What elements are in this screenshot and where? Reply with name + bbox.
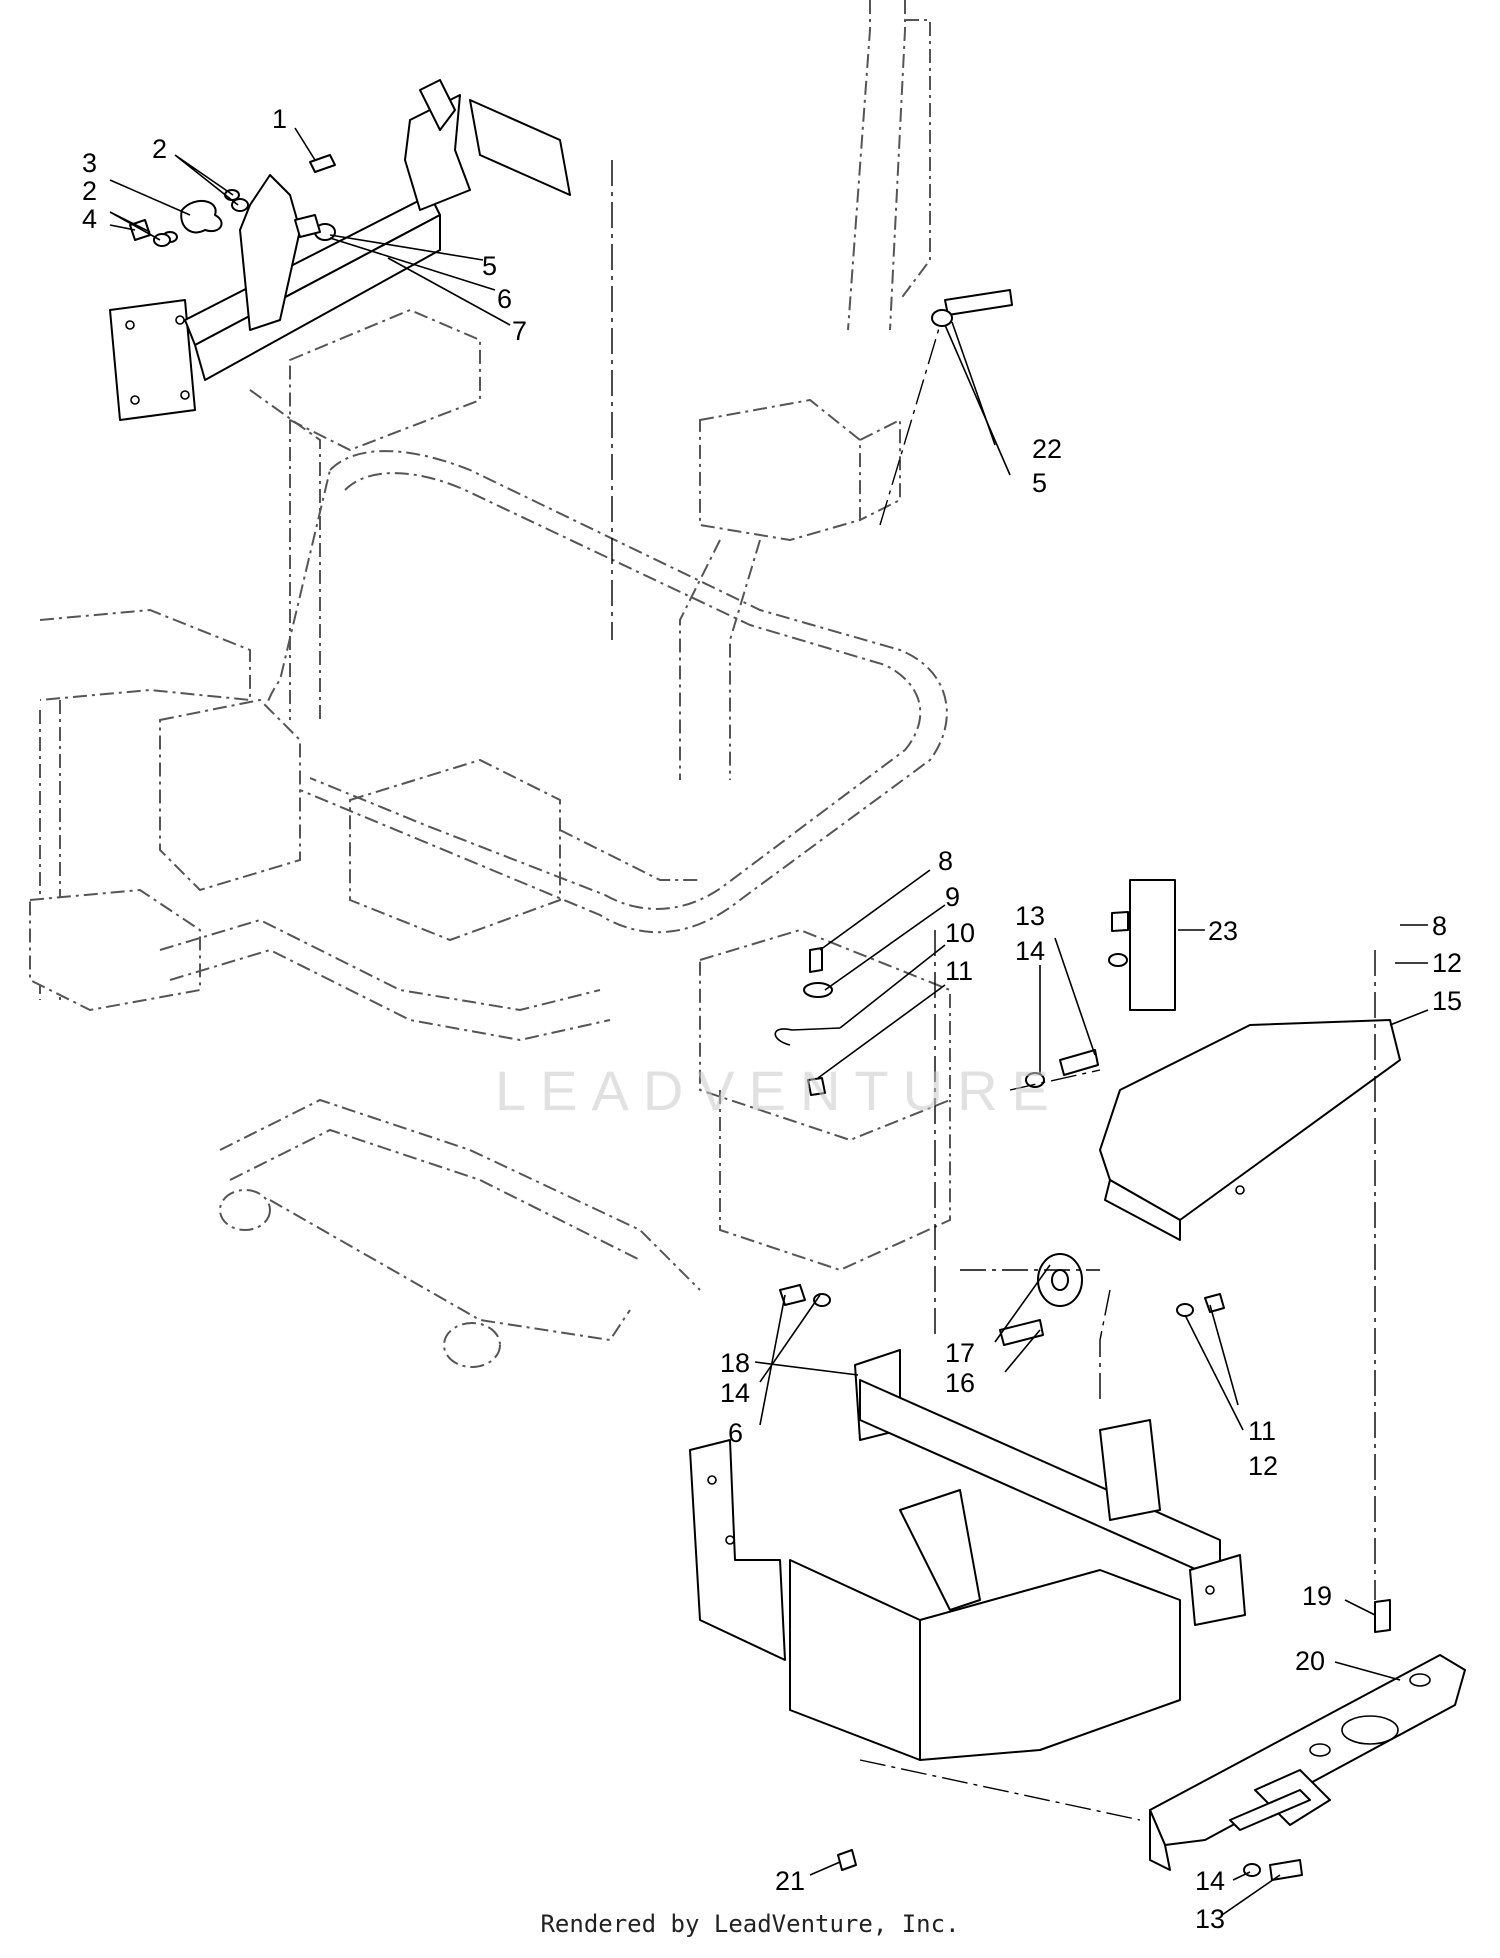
- callout-3: 3: [82, 148, 97, 178]
- callout-2: 2: [82, 176, 97, 206]
- callout-7: 7: [512, 316, 527, 346]
- callout-14: 14: [1015, 936, 1045, 966]
- render-credit: Rendered by LeadVenture, Inc.: [540, 1910, 960, 1938]
- callout-15: 15: [1432, 986, 1462, 1016]
- callout-12: 12: [1432, 948, 1462, 978]
- skid-shield-part-15: [1099, 1019, 1401, 1241]
- mid-hardware-group: [774, 289, 1129, 1096]
- callout-5: 5: [482, 251, 497, 281]
- callout-8: 8: [938, 846, 953, 876]
- callout-12: 12: [1248, 1451, 1278, 1481]
- callout-6: 6: [497, 284, 512, 314]
- tractor-frame-reference: [29, 0, 951, 1368]
- callout-17: 17: [945, 1338, 975, 1368]
- assembly-centerlines: [611, 160, 1376, 1821]
- callout-14: 14: [1195, 1866, 1225, 1896]
- callout-13: 13: [1195, 1904, 1225, 1934]
- hitch-bracket-part-18: [689, 1349, 1246, 1761]
- callout-leaders: [109, 127, 1429, 1916]
- watermark-text: LEADVENTURE: [495, 1059, 1063, 1122]
- callout-11: 11: [1248, 1416, 1276, 1446]
- callout-19: 19: [1302, 1581, 1332, 1611]
- callout-10: 10: [945, 918, 975, 948]
- callout-1: 1: [272, 104, 287, 134]
- callout-2: 2: [152, 134, 167, 164]
- callout-9: 9: [945, 882, 960, 912]
- decal-part-23: [1129, 879, 1176, 1011]
- front-hitch-frame-part-7: [109, 79, 571, 421]
- callout-23: 23: [1208, 916, 1238, 946]
- callout-8: 8: [1432, 911, 1447, 941]
- callout-13: 13: [1015, 901, 1045, 931]
- callout-numbers: 1 2 3 2 4 5 6 7 22 5 8 9 10 11 13 14 23 …: [82, 104, 1462, 1934]
- lower-hardware-group: [779, 1253, 1391, 1881]
- callout-11: 11: [945, 956, 973, 986]
- callout-22: 22: [1032, 434, 1062, 464]
- callout-6: 6: [728, 1418, 743, 1448]
- callout-4: 4: [82, 204, 97, 234]
- callout-14: 14: [720, 1378, 750, 1408]
- callout-21: 21: [775, 1866, 805, 1896]
- drawbar-part-20: [1149, 1654, 1466, 1871]
- callout-16: 16: [945, 1368, 975, 1398]
- callout-18: 18: [720, 1348, 750, 1378]
- callout-5: 5: [1032, 468, 1047, 498]
- callout-20: 20: [1295, 1646, 1325, 1676]
